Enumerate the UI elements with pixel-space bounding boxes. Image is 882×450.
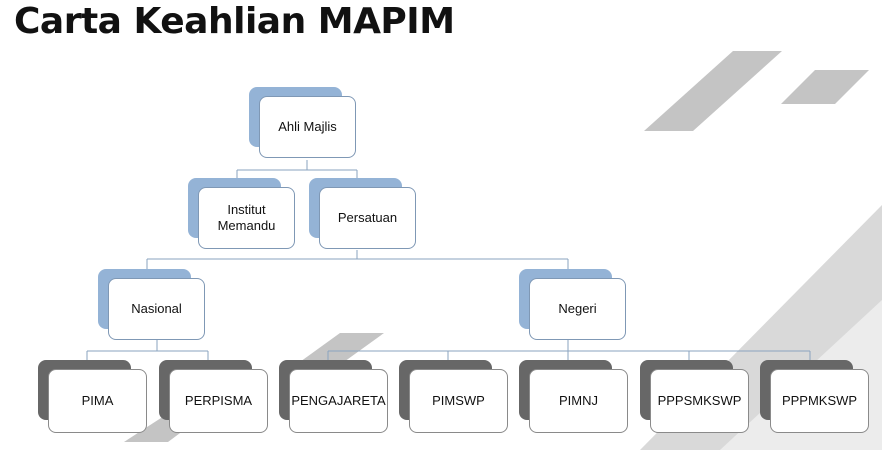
page-title: Carta Keahlian MAPIM bbox=[14, 1, 455, 42]
node-negeri[interactable]: Negeri bbox=[519, 269, 626, 340]
node-perpisma[interactable]: PERPISMA bbox=[159, 360, 268, 433]
node-label: Negeri bbox=[529, 278, 626, 340]
node-label: PPPMKSWP bbox=[770, 369, 869, 433]
node-institut-memandu[interactable]: Institut Memandu bbox=[188, 178, 295, 249]
node-label: Persatuan bbox=[319, 187, 416, 249]
node-label: PIMNJ bbox=[529, 369, 628, 433]
node-ahli-majlis[interactable]: Ahli Majlis bbox=[249, 87, 356, 158]
node-pimswp[interactable]: PIMSWP bbox=[399, 360, 508, 433]
connector-nasional bbox=[86, 340, 209, 364]
node-label: PIMA bbox=[48, 369, 147, 433]
connector-persatuan bbox=[146, 250, 569, 272]
node-label: PENGAJARETA bbox=[289, 369, 388, 433]
node-pima[interactable]: PIMA bbox=[38, 360, 147, 433]
connector-root bbox=[236, 160, 358, 182]
node-nasional[interactable]: Nasional bbox=[98, 269, 205, 340]
node-label: Institut Memandu bbox=[198, 187, 295, 249]
node-label: PPPSMKSWP bbox=[650, 369, 749, 433]
node-pppsmkswp[interactable]: PPPSMKSWP bbox=[640, 360, 749, 433]
node-label: Ahli Majlis bbox=[259, 96, 356, 158]
deco-slash-1 bbox=[644, 51, 782, 131]
node-pppmkswp[interactable]: PPPMKSWP bbox=[760, 360, 869, 433]
node-label: PIMSWP bbox=[409, 369, 508, 433]
deco-slash-2 bbox=[781, 70, 869, 104]
node-label: PERPISMA bbox=[169, 369, 268, 433]
node-pimnj[interactable]: PIMNJ bbox=[519, 360, 628, 433]
node-persatuan[interactable]: Persatuan bbox=[309, 178, 416, 249]
node-label: Nasional bbox=[108, 278, 205, 340]
connector-negeri bbox=[327, 340, 811, 364]
node-pengajareta[interactable]: PENGAJARETA bbox=[279, 360, 388, 433]
